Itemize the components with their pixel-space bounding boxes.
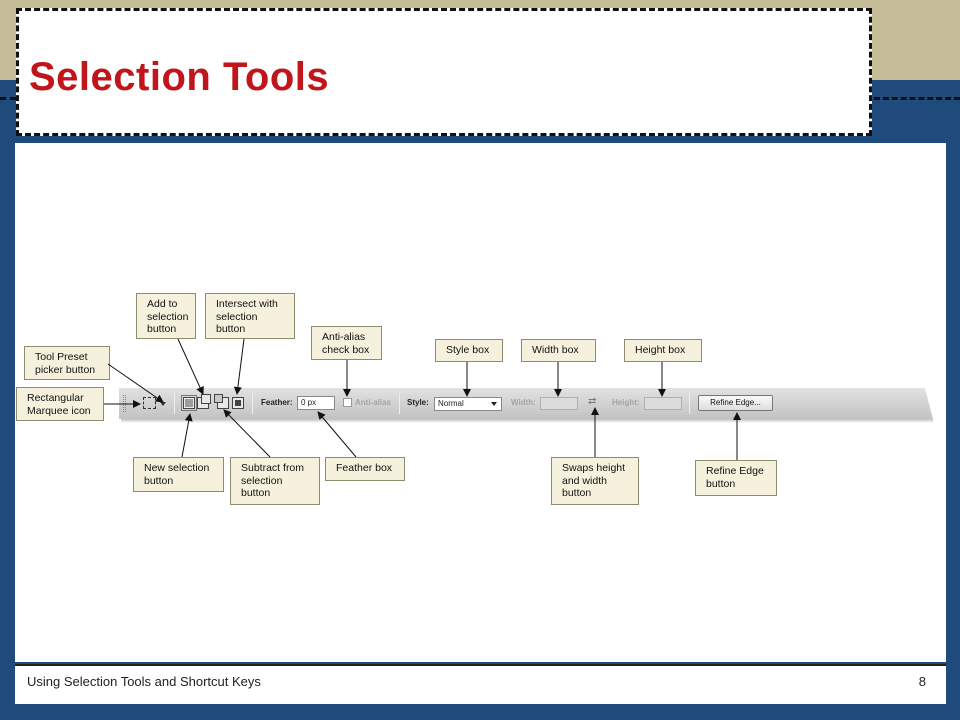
callout-style-box: Style box bbox=[435, 339, 503, 362]
arrow-feather bbox=[317, 411, 357, 458]
callout-line: button bbox=[562, 487, 592, 499]
style-label: Style: bbox=[407, 398, 429, 407]
refine-edge-button[interactable]: Refine Edge... bbox=[698, 395, 773, 411]
style-select[interactable]: Normal bbox=[434, 397, 502, 411]
subtract-from-selection-button[interactable] bbox=[214, 394, 229, 409]
callout-line: check box bbox=[322, 343, 370, 356]
callout-anti-alias: Anti-alias check box bbox=[311, 326, 382, 360]
callout-line: Width box bbox=[532, 344, 579, 356]
callout-line: selection bbox=[216, 310, 258, 323]
arrow-add-to-selection bbox=[177, 338, 204, 395]
callout-line: Feather box bbox=[336, 462, 393, 474]
callout-new-selection: New selection button bbox=[133, 457, 224, 492]
options-bar-shadow bbox=[121, 419, 933, 423]
callout-line: New selection bbox=[144, 462, 210, 474]
dashed-rule-left bbox=[0, 97, 16, 100]
callout-line: and width bbox=[562, 474, 607, 487]
callout-intersect-with-selection: Intersect with selection button bbox=[205, 293, 295, 339]
callout-rectangular-marquee: Rectangular Marquee icon bbox=[16, 387, 104, 421]
arrow-new-selection bbox=[181, 413, 193, 458]
callout-line: button bbox=[241, 487, 271, 499]
callout-feather-box: Feather box bbox=[325, 457, 405, 481]
callout-line: picker button bbox=[35, 363, 96, 376]
width-label: Width: bbox=[511, 398, 536, 407]
feather-label: Feather: bbox=[261, 398, 293, 407]
callout-height-box: Height box bbox=[624, 339, 702, 362]
feather-input[interactable]: 0 px bbox=[297, 396, 335, 410]
callout-line: Refine Edge bbox=[706, 465, 764, 477]
arrow-tool-preset bbox=[107, 363, 164, 403]
callout-line: Tool Preset bbox=[35, 351, 88, 363]
callout-refine-edge: Refine Edge button bbox=[695, 460, 777, 496]
callout-line: Style box bbox=[446, 344, 490, 356]
height-label: Height: bbox=[612, 398, 640, 407]
separator bbox=[689, 393, 690, 414]
callout-line: Swaps height bbox=[562, 462, 626, 474]
anti-alias-checkbox[interactable] bbox=[343, 398, 352, 407]
callout-line: selection bbox=[147, 310, 189, 323]
swap-arrows-icon[interactable]: ⇄ bbox=[588, 396, 597, 407]
anti-alias-label: Anti-alias bbox=[355, 398, 392, 407]
intersect-with-selection-button[interactable] bbox=[232, 397, 244, 409]
width-input[interactable] bbox=[540, 397, 578, 410]
height-input[interactable] bbox=[644, 397, 682, 410]
callout-line: button bbox=[216, 323, 246, 335]
tool-preset-picker-button[interactable] bbox=[160, 402, 166, 406]
footer-bar: Using Selection Tools and Shortcut Keys … bbox=[15, 664, 946, 704]
title-placeholder: Selection Tools bbox=[16, 8, 872, 136]
arrow-subtract bbox=[223, 409, 271, 458]
callout-line: Add to bbox=[147, 298, 178, 310]
callout-width-box: Width box bbox=[521, 339, 596, 362]
callout-line: button bbox=[144, 474, 174, 487]
separator bbox=[174, 393, 175, 414]
callout-line: Rectangular bbox=[27, 392, 84, 404]
callout-subtract-from-selection: Subtract from selection button bbox=[230, 457, 320, 505]
slide-title: Selection Tools bbox=[29, 55, 330, 99]
callout-line: button bbox=[706, 477, 736, 490]
arrow-intersect bbox=[233, 338, 245, 395]
separator bbox=[399, 393, 400, 414]
callout-line: Subtract from bbox=[241, 462, 305, 474]
callout-add-to-selection: Add to selection button bbox=[136, 293, 196, 339]
options-bar: Feather: 0 px Anti-alias Style: Normal W… bbox=[119, 388, 933, 419]
page-number: 8 bbox=[918, 674, 926, 689]
new-selection-button[interactable] bbox=[181, 395, 197, 411]
footer-text: Using Selection Tools and Shortcut Keys bbox=[27, 674, 261, 689]
callout-swaps-height-width: Swaps height and width button bbox=[551, 457, 639, 505]
separator bbox=[252, 393, 253, 414]
add-to-selection-button[interactable] bbox=[197, 394, 211, 409]
callout-line: Intersect with bbox=[216, 298, 278, 310]
callout-line: Marquee icon bbox=[27, 404, 91, 417]
rectangular-marquee-icon[interactable] bbox=[143, 397, 156, 409]
callout-line: Height box bbox=[635, 344, 686, 356]
callout-tool-preset: Tool Preset picker button bbox=[24, 346, 110, 380]
dashed-rule-right bbox=[874, 97, 960, 100]
callout-line: selection bbox=[241, 474, 283, 487]
callout-line: button bbox=[147, 323, 177, 335]
callout-line: Anti-alias bbox=[322, 331, 366, 343]
